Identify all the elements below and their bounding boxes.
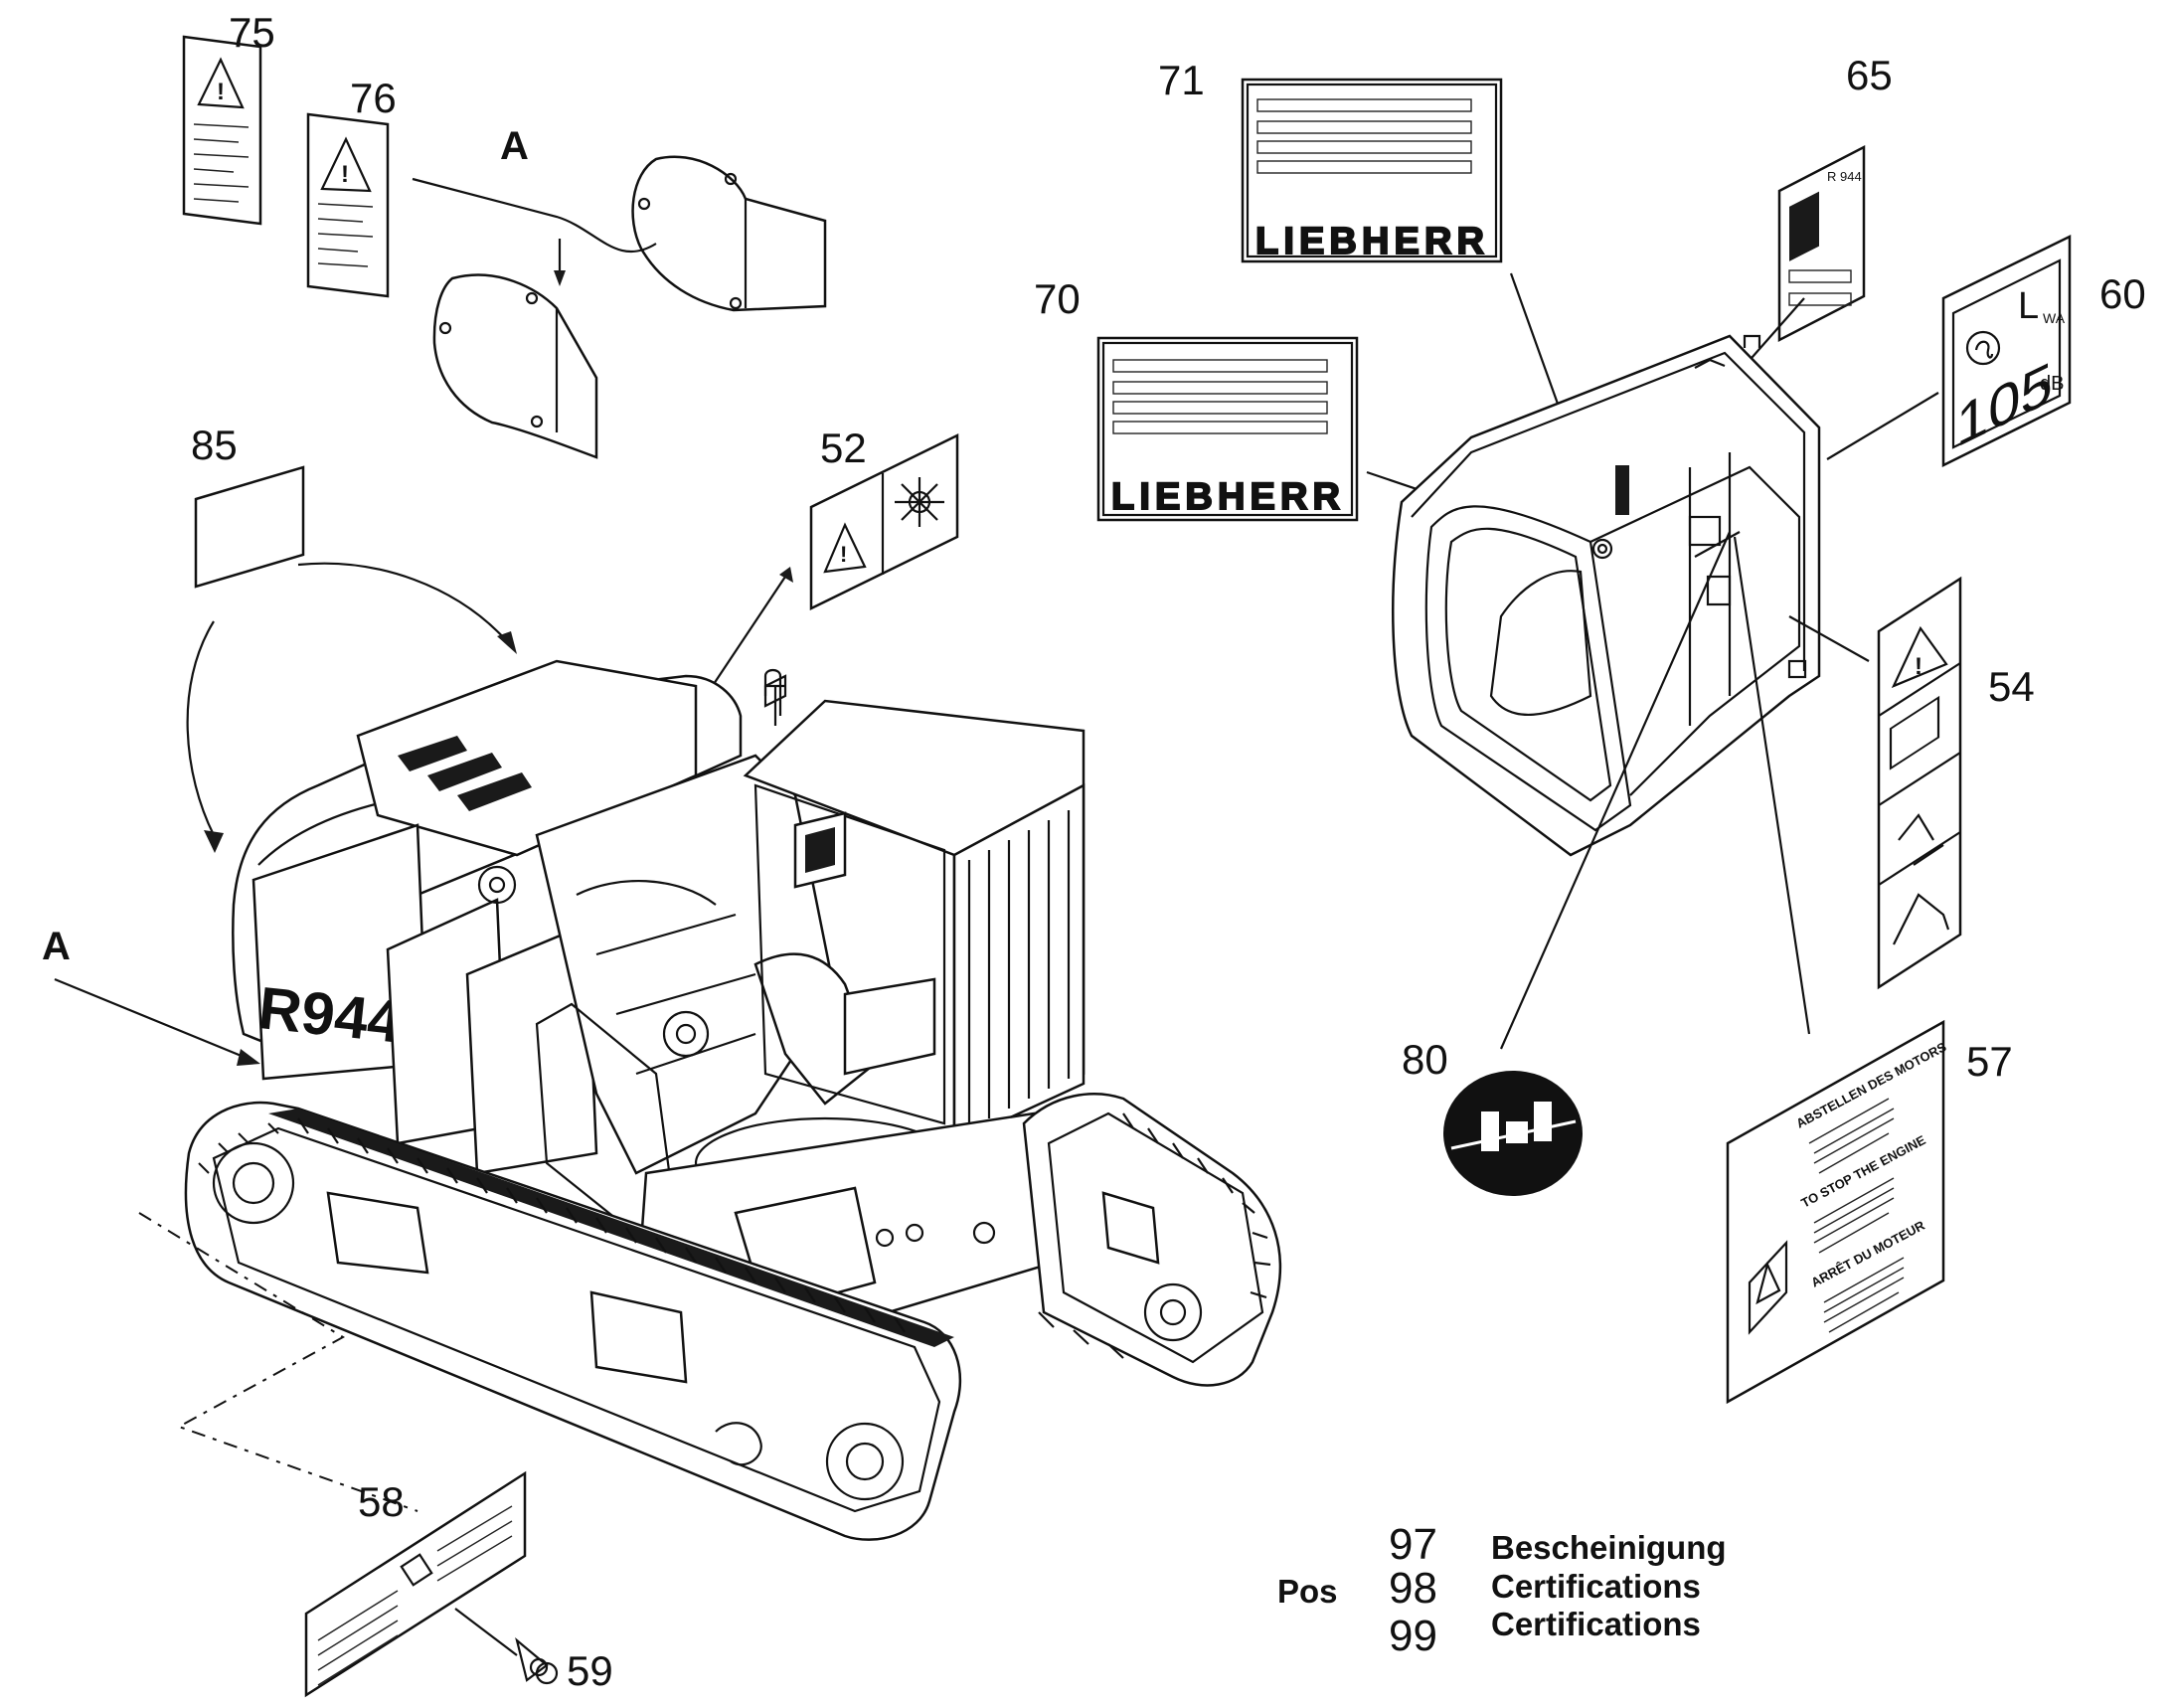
brand-plate-71: LIEBHERR xyxy=(1255,221,1484,262)
sticker-65: R 944 xyxy=(1777,144,1866,343)
plate-71: LIEBHERR xyxy=(1241,78,1503,263)
legend-num-98: 98 xyxy=(1389,1564,1437,1613)
legend-text-99: Certifications xyxy=(1491,1606,1701,1642)
arrow-85-down xyxy=(186,620,215,836)
leader-76 xyxy=(412,177,657,254)
callout-60: 60 xyxy=(2099,270,2146,317)
brand-plate-70: LIEBHERR xyxy=(1111,476,1340,518)
plate-70: LIEBHERR xyxy=(1096,336,1359,522)
callout-52: 52 xyxy=(820,425,867,471)
callout-70: 70 xyxy=(1034,275,1081,322)
left-track xyxy=(184,1101,962,1541)
screw-head xyxy=(529,1657,549,1677)
callout-76: 76 xyxy=(350,75,397,121)
callout-80: 80 xyxy=(1402,1036,1448,1083)
sticker-57: ABSTELLEN DES MOTORS TO STOP THE ENGINE … xyxy=(1726,1019,1949,1405)
callout-71: 71 xyxy=(1158,57,1205,103)
arrow-a-left xyxy=(54,977,250,1061)
callout-57: 57 xyxy=(1966,1038,2013,1085)
sticker-54: ! xyxy=(1877,576,1962,990)
callout-59: 59 xyxy=(567,1647,613,1694)
view-label-a-top: A xyxy=(500,124,529,168)
legend-pos-label: Pos xyxy=(1277,1573,1338,1610)
operator-cab xyxy=(1392,334,1821,857)
callout-75: 75 xyxy=(229,9,275,56)
legend-num-97: 97 xyxy=(1389,1520,1437,1569)
leader-60 xyxy=(1826,392,1939,460)
svg-text:!: ! xyxy=(840,542,847,567)
callout-65: 65 xyxy=(1846,52,1893,98)
noise-subscript: WA xyxy=(2043,310,2066,326)
sticker-80 xyxy=(1443,1071,1583,1196)
legend-text-98: Certifications xyxy=(1491,1568,1701,1605)
callout-58: 58 xyxy=(358,1478,405,1525)
callout-85: 85 xyxy=(191,422,238,468)
ear-icon xyxy=(1965,330,2001,366)
model-mark: R944 xyxy=(255,974,405,1056)
sticker-52: ! xyxy=(809,432,959,611)
sticker-60: L WA 105 dB xyxy=(1941,234,2072,468)
cover-plate-upper xyxy=(631,155,827,312)
legend-num-99: 99 xyxy=(1389,1612,1437,1660)
screw-shaft xyxy=(454,1608,518,1656)
sticker-75: ! xyxy=(182,35,262,226)
noise-unit: dB xyxy=(2040,373,2064,395)
leader-57 xyxy=(1733,536,1811,1035)
cover-plate-lower xyxy=(432,273,598,459)
excavator-illustration: R944 xyxy=(184,659,1281,1541)
svg-text:!: ! xyxy=(217,79,225,105)
leader-54 xyxy=(1788,615,1870,662)
sticker-76: ! xyxy=(306,112,390,298)
view-label-a-left: A xyxy=(42,925,71,968)
sticker-85 xyxy=(194,465,305,589)
callout-54: 54 xyxy=(1988,663,2035,710)
noise-symbol: L xyxy=(2018,285,2039,327)
svg-text:!: ! xyxy=(1915,653,1922,680)
svg-text:!: ! xyxy=(341,161,349,188)
right-track xyxy=(1022,1093,1281,1387)
cab-sticker-65-location xyxy=(1615,465,1629,515)
plate-58 xyxy=(304,1470,527,1698)
leader-80 xyxy=(1499,531,1732,1050)
arrow-85-right xyxy=(297,562,508,642)
sticker-65-text: R 944 xyxy=(1827,169,1862,184)
legend: Pos 97 Bescheinigung 98 Certifications 9… xyxy=(1277,1520,1727,1660)
legend-text-97: Bescheinigung xyxy=(1491,1529,1727,1566)
dash-outline-58 xyxy=(138,1212,418,1512)
